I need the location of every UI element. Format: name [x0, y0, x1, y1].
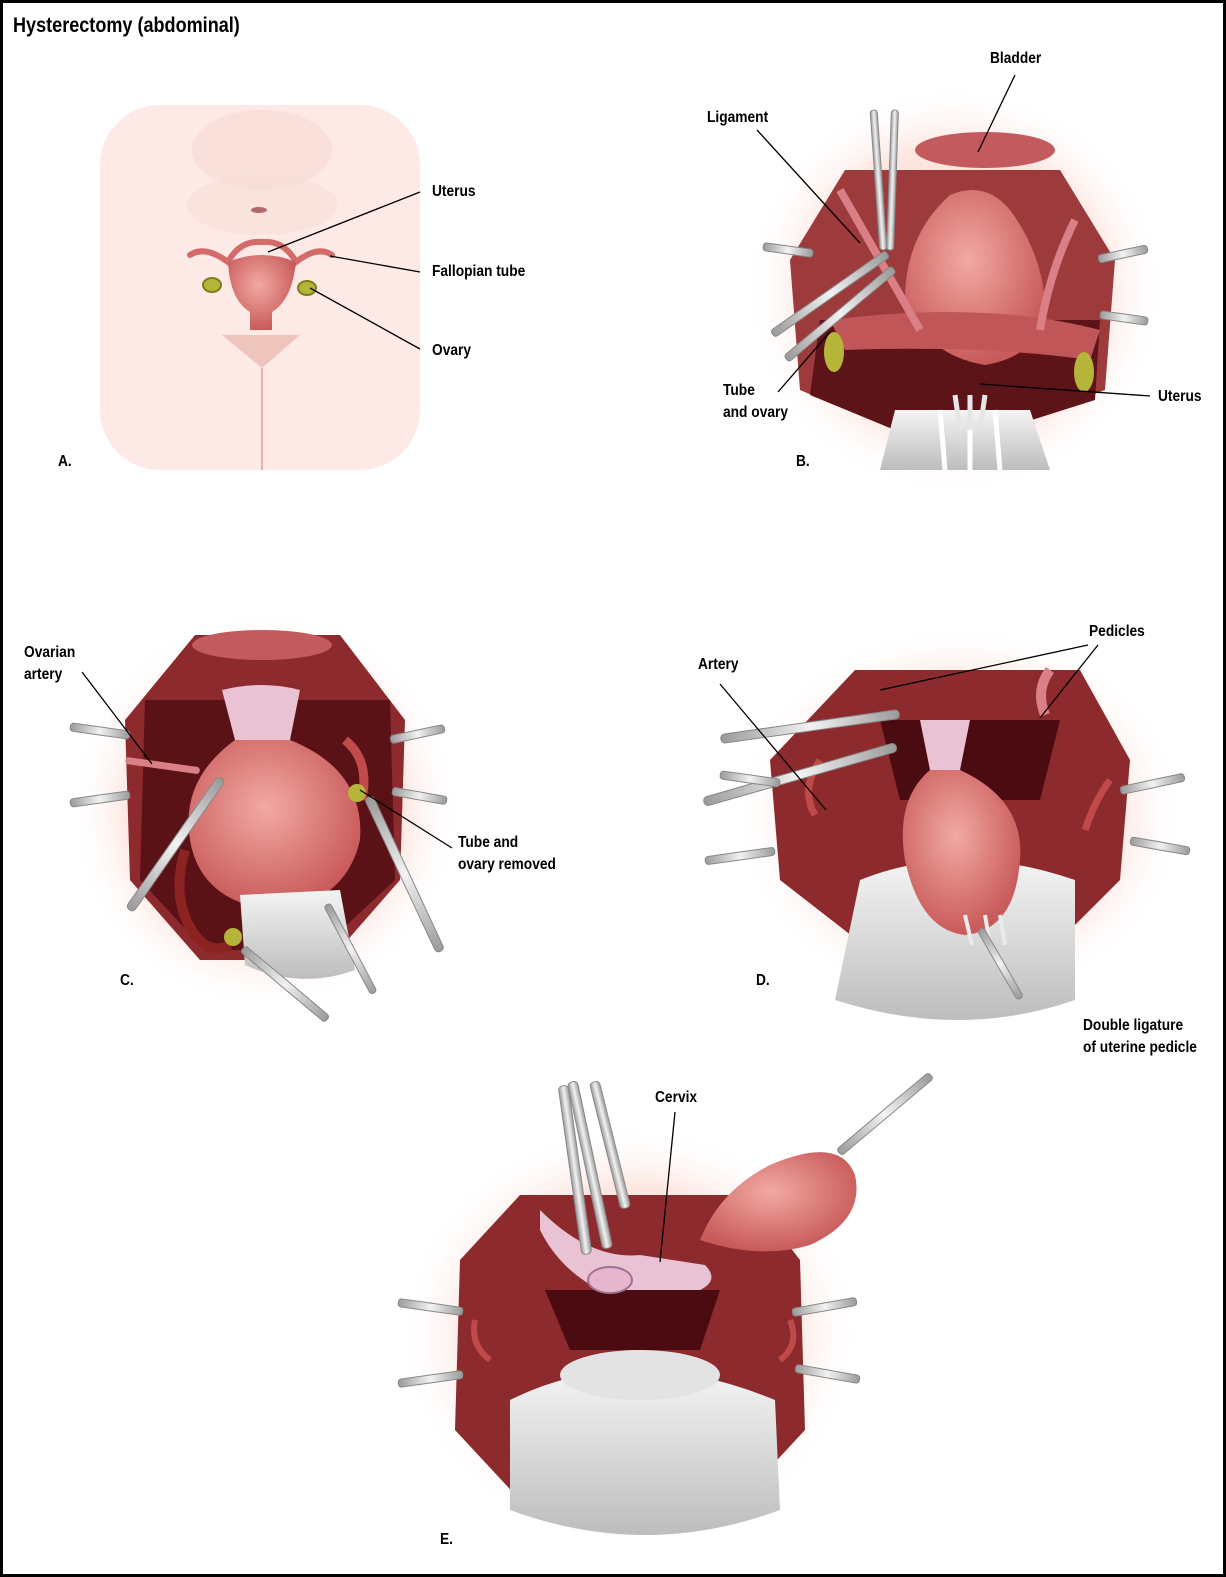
panel-e-operative-field [400, 1125, 860, 1545]
panel-letter-b: B. [796, 451, 810, 473]
label-pedicles: Pedicles [1089, 621, 1145, 643]
label-bladder: Bladder [990, 48, 1041, 70]
label-tube-and-ovary: Tube and ovary [723, 380, 788, 424]
label-double-ligature: Double ligature of uterine pedicle [1083, 1015, 1197, 1059]
label-removed-line2: ovary removed [458, 854, 556, 876]
panel-d-operative-field [735, 625, 1185, 1020]
label-ligature-line1: Double ligature [1083, 1015, 1197, 1037]
label-tube-and-ovary-line1: Tube [723, 380, 788, 402]
label-ligature-line2: of uterine pedicle [1083, 1037, 1197, 1059]
label-uterus-b: Uterus [1158, 386, 1202, 408]
label-artery: Artery [698, 654, 739, 676]
label-ovary: Ovary [432, 340, 471, 362]
label-removed-line1: Tube and [458, 832, 556, 854]
panel-letter-d: D. [756, 970, 770, 992]
label-ovarian-artery: Ovarian artery [24, 642, 75, 686]
panel-b-operative-field [745, 85, 1165, 495]
label-fallopian-tube: Fallopian tube [432, 261, 525, 283]
panel-letter-c: C. [120, 970, 134, 992]
label-ligament: Ligament [707, 107, 768, 129]
label-ovarian-artery-line1: Ovarian [24, 642, 75, 664]
label-ovarian-artery-line2: artery [24, 664, 75, 686]
label-tube-and-ovary-removed: Tube and ovary removed [458, 832, 556, 876]
panel-c-operative-field [70, 610, 460, 1010]
label-uterus-a: Uterus [432, 181, 476, 203]
panel-letter-e: E. [440, 1529, 453, 1551]
label-tube-and-ovary-line2: and ovary [723, 402, 788, 424]
label-cervix: Cervix [655, 1087, 697, 1109]
panel-letter-a: A. [58, 451, 72, 473]
